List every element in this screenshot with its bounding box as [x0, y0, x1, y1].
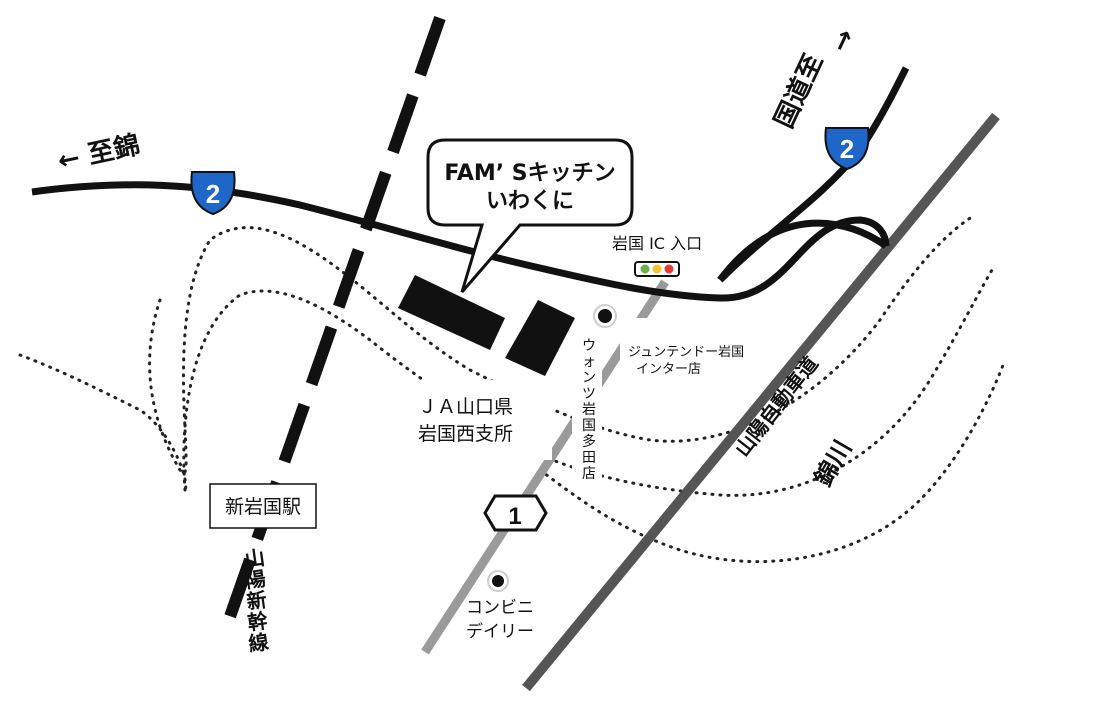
ic-entrance-label: 岩国 IC 入口 — [612, 234, 702, 253]
juntendo-marker-icon — [593, 304, 617, 328]
river-label: 錦川 — [809, 435, 857, 491]
route-2-shield-right: 2 — [824, 127, 870, 171]
traffic-signal-icon — [634, 261, 680, 277]
svg-text:陽: 陽 — [244, 566, 267, 593]
svg-text:多: 多 — [582, 433, 596, 450]
juntendo-label-line2: インター店 — [636, 362, 701, 377]
callout-bubble — [426, 138, 634, 293]
svg-text:田: 田 — [582, 450, 596, 466]
direction-to-nishiki: ← 至錦 — [55, 129, 142, 177]
ja-label-bg — [410, 380, 552, 460]
juntendo-label-line1: ジュンテンドー岩国 — [628, 345, 744, 360]
svg-text:ォ: ォ — [582, 354, 596, 370]
svg-text:新: 新 — [245, 587, 268, 614]
wants-vertical-label: ウ ォ ン ツ 岩 国 多 田 店 — [582, 338, 596, 482]
ja-building — [505, 300, 575, 376]
konbini-label-line1: コンビニ — [466, 598, 534, 618]
station-label: 新岩国駅 — [209, 483, 317, 529]
svg-text:1: 1 — [508, 503, 521, 530]
shinkansen-label: 山 陽 新 幹 線 — [243, 545, 270, 657]
route-2-north-branch — [717, 66, 910, 283]
svg-text:2: 2 — [206, 179, 220, 209]
svg-text:新岩国駅: 新岩国駅 — [225, 496, 301, 518]
svg-text:国: 国 — [582, 418, 596, 434]
fams-kitchen-building — [398, 275, 505, 350]
konbini-label-line2: デイリー — [466, 621, 534, 642]
svg-text:幹: 幹 — [246, 608, 270, 635]
svg-text:岩: 岩 — [582, 402, 596, 418]
wants-label-bg — [572, 330, 602, 480]
juntendo-label-bg — [620, 318, 745, 376]
direction-to-kokusei: 国道至 — [768, 49, 829, 133]
callout-subtitle: いわくに — [486, 189, 574, 214]
svg-text:山: 山 — [243, 545, 266, 572]
svg-text:ウ: ウ — [582, 338, 596, 354]
route-1-shield: 1 — [483, 494, 548, 532]
svg-text:2: 2 — [840, 134, 854, 164]
dotted-path-lower — [538, 358, 1007, 564]
svg-text:線: 線 — [247, 630, 270, 657]
ja-label-line1: ＪＡ山口県 — [418, 396, 513, 418]
expressway-line — [522, 112, 1000, 692]
route-2-shield-left: 2 — [190, 171, 236, 216]
svg-text:店: 店 — [582, 466, 596, 482]
svg-text:ン: ン — [582, 370, 596, 386]
direction-arrow-north: → — [825, 25, 861, 57]
shinkansen-line — [220, 16, 446, 630]
svg-text:ツ: ツ — [582, 386, 596, 402]
callout-title: FAM’ Sキッチン — [444, 161, 615, 186]
konbini-marker-icon — [487, 570, 509, 592]
ja-label-line2: 岩国西支所 — [418, 423, 513, 445]
